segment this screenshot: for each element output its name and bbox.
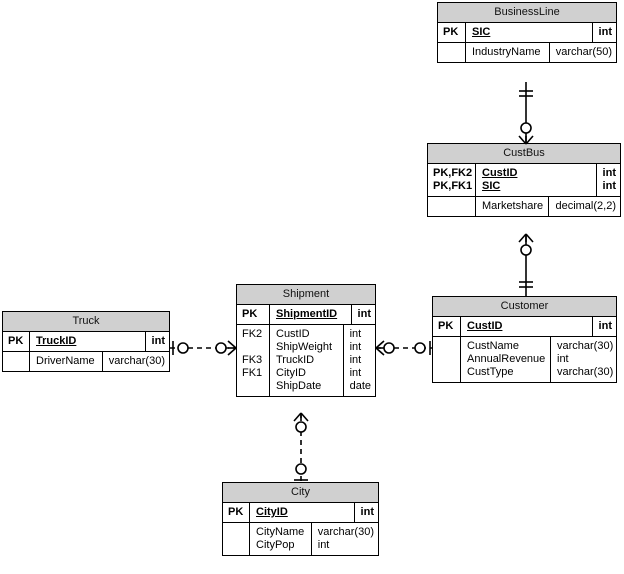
cardinality-many-crowsfoot <box>293 412 309 422</box>
cardinality-zero-circle <box>215 342 227 354</box>
attr-key-column <box>438 43 466 62</box>
cardinality-many-crowsfoot <box>227 340 237 356</box>
pk-key-column: PK <box>3 332 30 351</box>
pk-type-column: int <box>357 308 371 320</box>
attr-name-column: CityName CityPop <box>250 523 312 555</box>
pk-type-column: int int <box>602 167 616 192</box>
entity-title: City <box>223 483 378 503</box>
entity-pk-section: PK CustID int <box>433 317 616 337</box>
pk-type-column: int <box>360 506 374 518</box>
cardinality-zero-circle <box>383 342 395 354</box>
entity-businessline[interactable]: BusinessLine PK SIC int IndustryName var… <box>437 2 617 63</box>
pk-type-column: int <box>598 26 612 38</box>
relationship-truck-shipment[interactable] <box>170 330 237 360</box>
entity-title: BusinessLine <box>438 3 616 23</box>
cardinality-many-crowsfoot <box>375 340 385 356</box>
relationship-shipment-city[interactable] <box>285 412 325 483</box>
attr-type-column: varchar(30) int <box>317 526 374 551</box>
attr-name-column: CustID ShipWeight TruckID CityID ShipDat… <box>270 325 344 396</box>
pk-key-column: PK <box>433 317 461 336</box>
pk-name-column: CustID SIC <box>476 164 597 196</box>
entity-pk-section: PK ShipmentID int <box>237 305 375 325</box>
attr-key-column <box>433 337 461 382</box>
entity-truck[interactable]: Truck PK TruckID int DriverName varchar(… <box>2 311 170 372</box>
entity-attr-section: CustName AnnualRevenue CustType varchar(… <box>433 337 616 382</box>
entity-shipment[interactable]: Shipment PK ShipmentID int FK2 FK3 FK1 C… <box>236 284 376 397</box>
cardinality-many-crowsfoot <box>518 135 534 145</box>
attr-name-column: IndustryName <box>466 43 550 62</box>
relationship-shipment-customer[interactable] <box>375 330 433 360</box>
cardinality-many-crowsfoot <box>518 233 534 243</box>
cardinality-zero-circle <box>295 421 307 433</box>
attr-type-column: int int int int date <box>349 328 371 392</box>
attr-type-column: decimal(2,2) <box>555 200 616 212</box>
pk-name-column: ShipmentID <box>270 305 352 324</box>
pk-key-column: PK <box>438 23 466 42</box>
attr-key-column: FK2 FK3 FK1 <box>237 325 270 396</box>
cardinality-zero-circle <box>520 122 532 134</box>
pk-type-column: int <box>598 320 612 332</box>
entity-title: CustBus <box>428 144 620 164</box>
relationship-custbus-customer[interactable] <box>505 233 547 296</box>
attr-key-column <box>3 352 30 371</box>
pk-type-column: int <box>151 335 165 347</box>
pk-name-column: CustID <box>461 317 593 336</box>
entity-pk-section: PK,FK2 PK,FK1 CustID SIC int int <box>428 164 620 197</box>
pk-key-column: PK <box>223 503 250 522</box>
entity-attr-section: CityName CityPop varchar(30) int <box>223 523 378 555</box>
entity-city[interactable]: City PK CityID int CityName CityPop varc… <box>222 482 379 556</box>
cardinality-zero-circle <box>520 244 532 256</box>
attr-type-column: varchar(30) int varchar(30) <box>557 340 614 378</box>
cardinality-zero-circle <box>295 463 307 475</box>
attr-name-column: Marketshare <box>476 197 550 216</box>
entity-title: Customer <box>433 297 616 317</box>
entity-title: Truck <box>3 312 169 332</box>
attr-type-column: varchar(50) <box>555 46 612 58</box>
attr-name-column: DriverName <box>30 352 103 371</box>
entity-attr-section: FK2 FK3 FK1 CustID ShipWeight TruckID Ci… <box>237 325 375 396</box>
entity-pk-section: PK SIC int <box>438 23 616 43</box>
cardinality-zero-circle <box>414 342 426 354</box>
attr-key-column <box>223 523 250 555</box>
entity-pk-section: PK TruckID int <box>3 332 169 352</box>
attr-type-column: varchar(30) <box>108 355 165 367</box>
attr-name-column: CustName AnnualRevenue CustType <box>461 337 551 382</box>
pk-key-column: PK <box>237 305 270 324</box>
entity-attr-section: DriverName varchar(30) <box>3 352 169 371</box>
entity-title: Shipment <box>237 285 375 305</box>
cardinality-zero-circle <box>177 342 189 354</box>
entity-custbus[interactable]: CustBus PK,FK2 PK,FK1 CustID SIC int int… <box>427 143 621 217</box>
pk-key-column: PK,FK2 PK,FK1 <box>428 164 476 196</box>
entity-attr-section: Marketshare decimal(2,2) <box>428 197 620 216</box>
entity-pk-section: PK CityID int <box>223 503 378 523</box>
entity-customer[interactable]: Customer PK CustID int CustName AnnualRe… <box>432 296 617 383</box>
pk-name-column: TruckID <box>30 332 146 351</box>
entity-attr-section: IndustryName varchar(50) <box>438 43 616 62</box>
pk-name-column: SIC <box>466 23 593 42</box>
relationship-businessline-custbus[interactable] <box>505 82 547 145</box>
attr-key-column <box>428 197 476 216</box>
pk-name-column: CityID <box>250 503 355 522</box>
